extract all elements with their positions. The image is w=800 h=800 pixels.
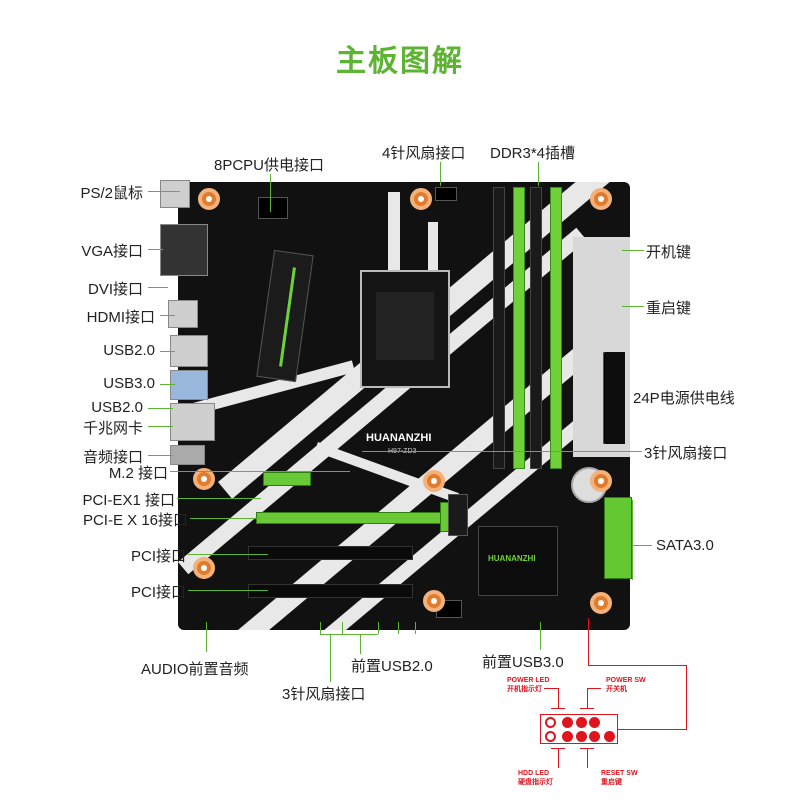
usb20-ports — [170, 335, 208, 367]
motherboard-image: HUANANZHI HUANANZHI H97-ZD3 — [178, 182, 630, 630]
label-fan3-bottom: 3针风扇接口 — [282, 686, 366, 703]
usb30-ports — [170, 370, 208, 400]
label-hdmi: HDMI接口 — [86, 309, 155, 326]
hdmi-port — [168, 300, 198, 328]
label-pciex1: PCI-EX1 接口 — [82, 492, 175, 509]
ps2-port — [160, 180, 190, 208]
power-led-cn: 开机指示灯 — [507, 686, 542, 693]
label-usb20-b: USB2.0 — [91, 399, 143, 416]
hdd-led-label: HDD LED — [518, 770, 550, 777]
label-cpu-power: 8PCPU供电接口 — [214, 157, 325, 174]
reset-sw-cn: 重启键 — [601, 779, 622, 786]
label-reset-button: 重启键 — [646, 300, 692, 317]
power-sw-cn: 开关机 — [606, 686, 627, 693]
label-pciex16: PCI-E X 16接口 — [82, 512, 188, 529]
label-usb20-a: USB2.0 — [103, 342, 155, 359]
label-usb30: USB3.0 — [103, 375, 155, 392]
audio-jacks — [170, 445, 205, 465]
label-vga: VGA接口 — [81, 243, 143, 260]
vga-port — [160, 224, 208, 276]
power-sw-label: POWER SW — [606, 677, 646, 684]
board-brand: HUANANZHI — [366, 432, 432, 444]
label-ps2: PS/2鼠标 — [80, 185, 143, 202]
label-pci-1: PCI接口 — [130, 548, 186, 565]
sata-ports — [604, 497, 632, 579]
label-audio: 音频接口 — [82, 449, 143, 466]
label-lan: 千兆网卡 — [82, 420, 143, 437]
label-ddr3: DDR3*4插槽 — [490, 145, 576, 162]
label-front-audio: AUDIO前置音频 — [141, 661, 249, 678]
label-front-usb20: 前置USB2.0 — [351, 658, 433, 675]
label-power-button: 开机键 — [646, 244, 692, 261]
label-fan4: 4针风扇接口 — [382, 145, 466, 162]
reset-sw-label: RESET SW — [601, 770, 638, 777]
label-atx24: 24P电源供电线 — [633, 390, 735, 407]
hdd-led-cn: 硬盘指示灯 — [518, 779, 553, 786]
label-fan3-right: 3针风扇接口 — [644, 445, 728, 462]
front-panel-header — [540, 714, 618, 744]
label-dvi: DVI接口 — [87, 281, 143, 298]
lan-port — [170, 403, 215, 441]
page-title: 主板图解 — [336, 45, 464, 78]
label-pci-2: PCI接口 — [130, 584, 186, 601]
label-m2: M.2 接口 — [108, 465, 168, 482]
label-sata: SATA3.0 — [656, 537, 714, 554]
power-led-label: POWER LED — [507, 677, 550, 684]
chipset-brand: HUANANZHI — [488, 554, 536, 563]
label-front-usb30: 前置USB3.0 — [482, 654, 564, 671]
